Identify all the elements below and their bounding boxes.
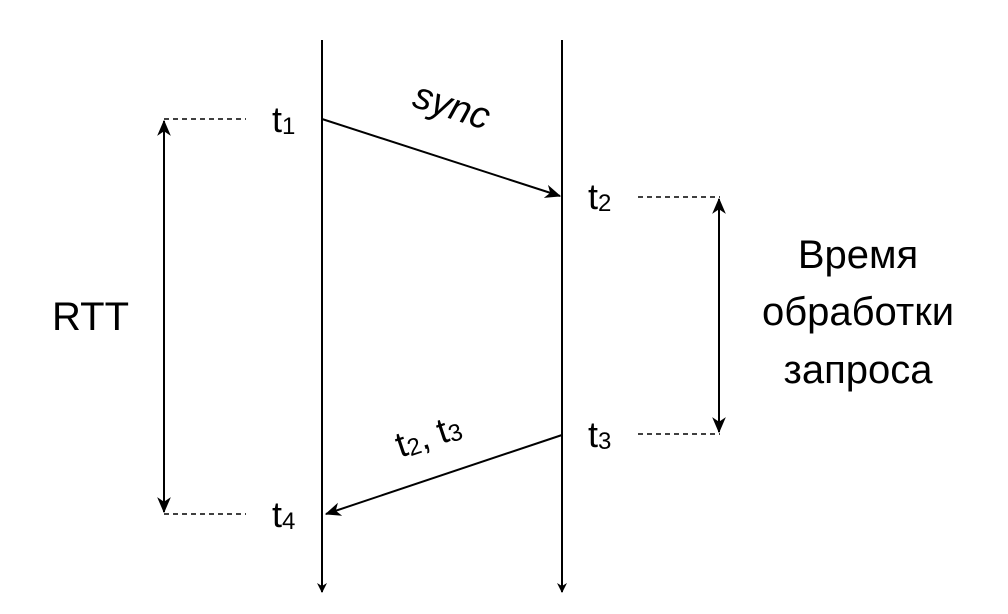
timestamp-t1: t1 [272,99,295,140]
timestamp-t2: t2 [588,176,611,217]
processing-time-label-line-1: Время [798,233,918,277]
processing-time-label-line-3: запроса [784,348,934,392]
sync-message-arrow [321,118,562,198]
reply-message-label: t2, t3 [390,405,466,465]
reply-message-arrow [324,434,563,516]
processing-time-label-line-2: обработки [762,290,954,334]
timestamp-t3: t3 [588,414,611,455]
timestamp-t4: t4 [272,494,295,535]
sync-message-label: sync [408,75,495,139]
rtt-label: RTT [52,295,129,339]
